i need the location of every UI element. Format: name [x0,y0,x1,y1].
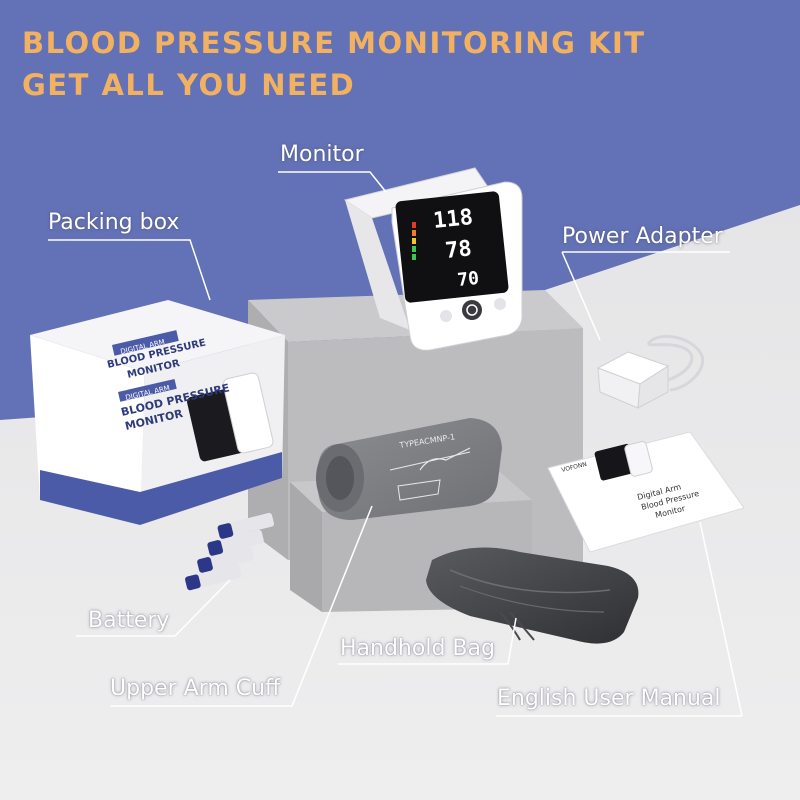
label-packing-box: Packing box [48,210,180,235]
handhold-bag [426,547,639,644]
monitor-screen [395,191,509,303]
display-diastolic: 78 [444,236,473,264]
power-button-icon [462,300,482,320]
display-pulse: 70 [456,268,480,291]
blood-pressure-monitor: 118 78 70 [343,167,523,351]
label-handhold-bag: Handhold Bag [340,636,495,661]
display-systolic: 118 [432,205,474,234]
power-adapter [596,335,705,409]
settings-button-icon [494,298,506,310]
batteries [185,512,275,591]
label-monitor: Monitor [280,142,364,167]
label-battery: Battery [88,608,170,633]
headline-line2: GET ALL YOU NEED [22,68,356,102]
label-power-adapter: Power Adapter [562,224,723,249]
label-user-manual: English User Manual [497,686,721,711]
label-upper-arm-cuff: Upper Arm Cuff [110,676,281,701]
upper-arm-cuff: TYPEACMNP-1 [316,418,502,520]
leader-lines [48,171,743,717]
memory-button-icon [440,310,452,322]
packing-box: DIGITAL ARM BLOOD PRESSURE MONITOR DIGIT… [30,300,285,525]
user-manual: VOFONN Digital Arm Blood Pressure Monito… [547,431,745,553]
headline-line1: BLOOD PRESSURE MONITORING KIT [22,26,646,60]
